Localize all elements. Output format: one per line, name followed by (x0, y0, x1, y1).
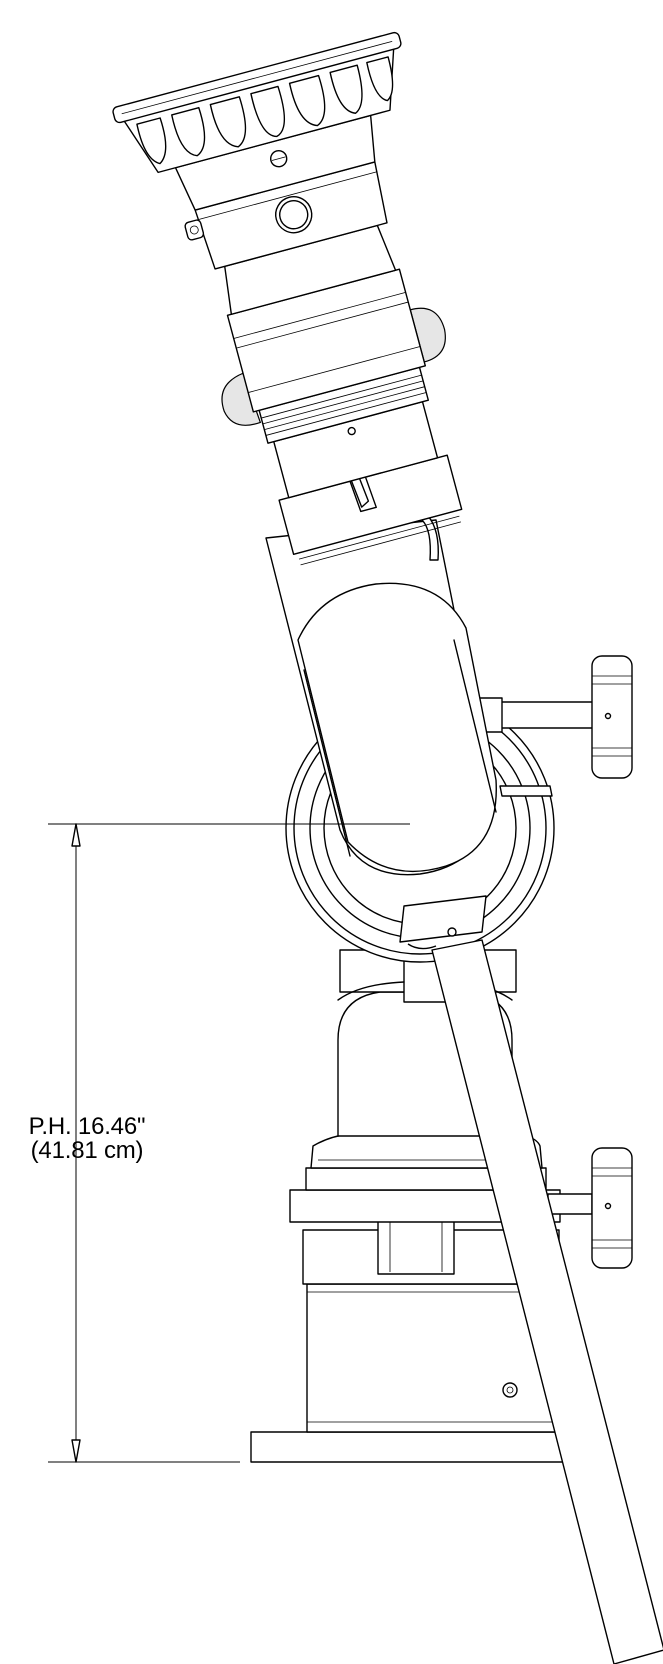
waterway-elbow (266, 516, 496, 875)
nozzle (112, 32, 525, 582)
hex-nut (378, 1220, 454, 1274)
lower-body (307, 1284, 555, 1432)
arrow-bottom (72, 1440, 80, 1462)
drain-fitting (503, 1383, 517, 1397)
lower-lock-handle[interactable] (548, 1148, 632, 1268)
base-flange (251, 1432, 571, 1462)
pivot-height-dimension (48, 824, 410, 1462)
upper-lock-handle[interactable] (476, 656, 632, 778)
dimension-label-imperial: P.H. 16.46" (28, 1113, 146, 1140)
tiller-bar[interactable] (400, 896, 663, 1664)
arrow-top (72, 824, 80, 846)
dimension-label-metric: (41.81 cm) (30, 1137, 144, 1164)
